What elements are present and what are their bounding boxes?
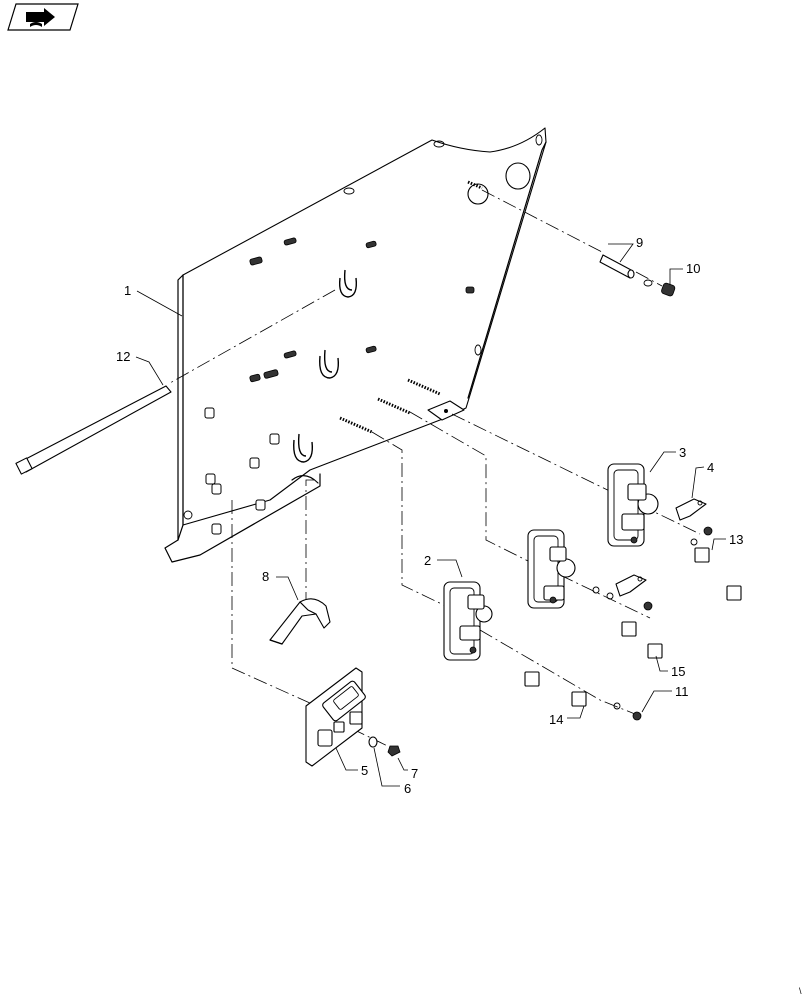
- callout-6: 6: [404, 781, 411, 796]
- callout-3: 3: [679, 445, 686, 460]
- connector-module: [305, 667, 366, 767]
- callout-13: 13: [729, 532, 743, 547]
- cable-clips: [293, 269, 358, 463]
- nuts-and-washers: [368, 526, 713, 757]
- callout-9: 9: [636, 235, 643, 250]
- callout-8: 8: [262, 569, 269, 584]
- callout-12: 12: [116, 349, 130, 364]
- mounting-panel: [164, 127, 547, 563]
- callout-2: 2: [424, 553, 431, 568]
- callout-7: 7: [411, 766, 418, 781]
- plate-studs: [249, 237, 475, 383]
- arrow-book-icon[interactable]: [7, 3, 79, 31]
- callout-labels: 1 2 3 4 5 6 7 8 9 10 11 12 13 14 15 \: [116, 235, 802, 996]
- handle-part: [269, 598, 331, 645]
- threaded-studs: [339, 180, 483, 434]
- corner-mark: \: [799, 986, 802, 996]
- plate-standoffs: [204, 407, 280, 535]
- callout-4: 4: [707, 460, 714, 475]
- switch-housing-middle: [527, 529, 576, 609]
- callout-5: 5: [361, 763, 368, 778]
- callout-14: 14: [549, 712, 563, 727]
- retaining-clips: [615, 498, 707, 597]
- terminal-blocks: [524, 547, 742, 707]
- callout-10: 10: [686, 261, 700, 276]
- switch-housing-3: [607, 463, 659, 547]
- switch-housing-2: [443, 581, 493, 661]
- callout-11: 11: [675, 684, 689, 699]
- leader-lines: [135, 243, 726, 787]
- callout-1: 1: [124, 283, 131, 298]
- callout-15: 15: [671, 664, 685, 679]
- pin-and-screw: [599, 254, 676, 297]
- cable-tie: [15, 385, 172, 475]
